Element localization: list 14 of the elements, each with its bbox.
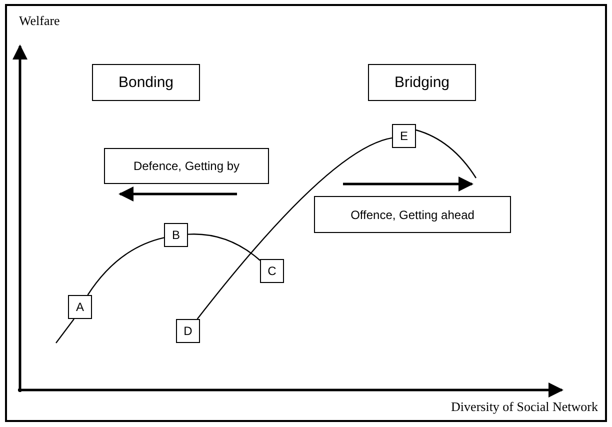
- curve-line: [188, 234, 260, 261]
- point-box: E: [392, 124, 416, 148]
- axis-label: Diversity of Social Network: [451, 399, 598, 415]
- point-box: A: [68, 295, 92, 319]
- point-box: B: [164, 223, 188, 247]
- point-box: D: [176, 319, 200, 343]
- axis-label: Welfare: [19, 13, 60, 29]
- curve-line: [87, 237, 164, 296]
- strategy-box: Offence, Getting ahead: [314, 196, 511, 233]
- category-box: Bonding: [92, 64, 200, 101]
- point-box: C: [260, 259, 284, 283]
- category-box: Bridging: [368, 64, 476, 101]
- curve-line: [196, 137, 392, 320]
- strategy-box: Defence, Getting by: [104, 148, 269, 184]
